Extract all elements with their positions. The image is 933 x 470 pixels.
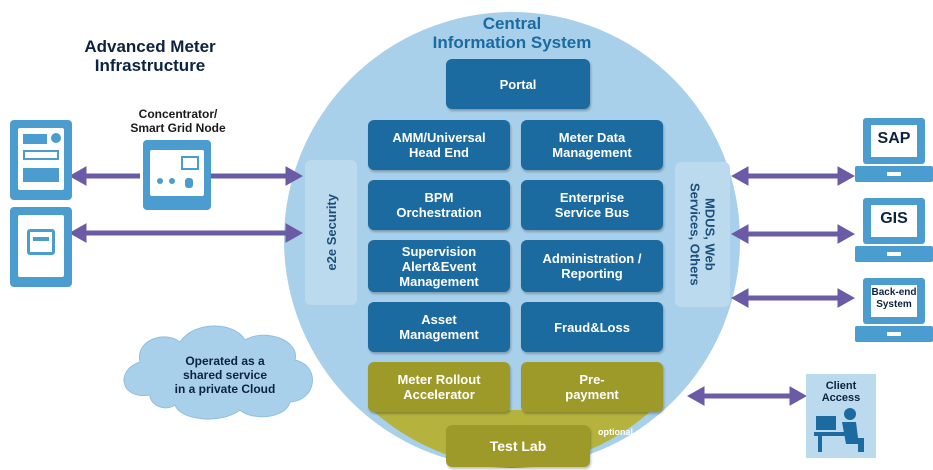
rollout-line2: Accelerator [403, 387, 475, 402]
supervision-line1: Supervision [401, 243, 477, 259]
cloud-shape [123, 325, 313, 420]
rollout-line1: Meter Rollout [397, 372, 481, 387]
sap-system-icon: SAP [855, 118, 933, 190]
client-access-label: Client Access [806, 380, 876, 404]
prepaid-meter-icon [10, 207, 72, 287]
e2e-security-bar: e2e Security [305, 160, 357, 305]
smart-meter-icon [10, 120, 72, 200]
backend-label-line2: System [876, 299, 912, 310]
client-access-icon: Client Access [806, 374, 876, 458]
concentrator-label: Concentrator/ Smart Grid Node [118, 107, 238, 135]
cis-title: Central Information System [412, 14, 612, 52]
ami-title: Advanced Meter Infrastructure [60, 37, 240, 75]
concentrator-label-line2: Smart Grid Node [130, 121, 226, 135]
backend-system-icon: Back-end System [855, 278, 933, 350]
asset-line1: Asset [421, 312, 457, 327]
client-line1: Client [825, 380, 857, 392]
prepayment-box: Pre-payment [521, 362, 663, 412]
concentrator-label-line1: Concentrator/ [138, 107, 218, 121]
ami-title-line1: Advanced Meter [84, 37, 216, 56]
backend-label: Back-end System [871, 287, 917, 311]
fraud-loss-box: Fraud&Loss [521, 302, 663, 352]
cis-title-line2: Information System [432, 33, 592, 52]
asset-line2: Management [399, 327, 479, 342]
mdus-bar: MDUS, Web Services, Others [675, 162, 730, 307]
amm-line2: Head End [409, 145, 469, 160]
admin-line2: Reporting [561, 266, 623, 281]
esb-line1: Enterprise [559, 190, 625, 205]
supervision-line3: Management [399, 273, 479, 289]
arrow-head-left [68, 166, 87, 186]
cloud-line3: in a private Cloud [174, 382, 276, 396]
cis-title-line1: Central [482, 14, 542, 33]
gis-label: GIS [880, 210, 908, 227]
mdm-line2: Management [552, 145, 632, 160]
concentrator-device-icon [143, 140, 211, 210]
person-at-desk-icon [814, 408, 864, 452]
client-line2: Access [821, 392, 861, 404]
backend-label-line1: Back-end [871, 287, 917, 298]
cloud-line1: Operated as a [185, 354, 265, 368]
portal-box: Portal [446, 59, 590, 109]
esb-line2: Service Bus [554, 205, 630, 220]
administration-reporting-box: Administration /Reporting [521, 240, 663, 292]
mdus-label: MDUS, Web Services, Others [688, 183, 718, 286]
sap-label: SAP [877, 130, 911, 147]
supervision-line2: Alert&Event [401, 258, 477, 274]
e2e-security-label: e2e Security [323, 194, 339, 271]
bpm-line1: BPM [424, 190, 454, 205]
mdm-line1: Meter Data [558, 130, 626, 145]
cloud-label: Operated as a shared service in a privat… [160, 354, 290, 396]
prepayment-line1: Pre- [579, 372, 605, 387]
test-lab-box: Test Lab [446, 425, 590, 467]
optional-label: optional [598, 427, 633, 437]
admin-line1: Administration / [542, 251, 642, 266]
mdus-label-line2: Services, Others [687, 183, 703, 286]
bpm-line2: Orchestration [396, 205, 482, 220]
ami-title-line2: Infrastructure [94, 56, 206, 75]
mdus-label-line1: MDUS, Web [702, 198, 718, 271]
cloud-line2: shared service [182, 368, 268, 382]
gis-system-icon: GIS [855, 198, 933, 270]
amm-line1: AMM/Universal [392, 130, 486, 145]
prepayment-line2: payment [565, 387, 619, 402]
